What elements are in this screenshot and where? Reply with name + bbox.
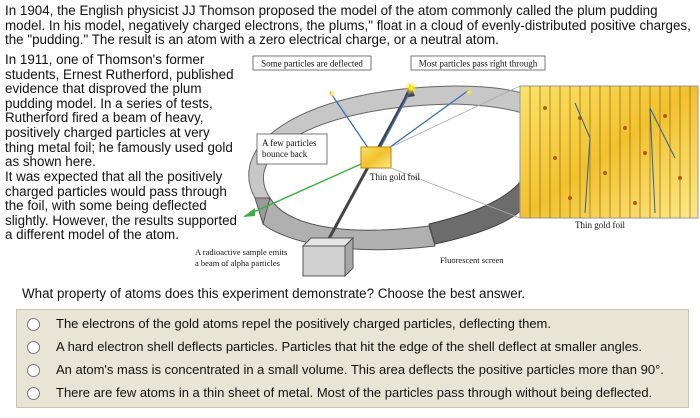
callout-most-pass bbox=[410, 55, 546, 71]
rutherford-paragraph: In 1911, one of Thomson's former student… bbox=[5, 52, 234, 170]
bounce-arrow-icon bbox=[243, 208, 255, 217]
radio-button[interactable] bbox=[27, 387, 40, 400]
particle-paths bbox=[243, 81, 473, 247]
label-screen: Fluorescent screen bbox=[440, 255, 504, 265]
callout-few-bounce bbox=[256, 133, 328, 165]
answer-option-c[interactable]: An atom's mass is concentrated in a smal… bbox=[17, 360, 688, 382]
label-source-line2: a beam of alpha particles bbox=[195, 258, 280, 268]
answer-option-text: The electrons of the gold atoms repel th… bbox=[56, 316, 551, 331]
answer-option-d[interactable]: There are few atoms in a thin sheet of m… bbox=[17, 383, 688, 405]
zoom-line-bottom bbox=[390, 167, 521, 219]
intro-paragraph: In 1904, the English physicist JJ Thomso… bbox=[5, 3, 691, 48]
radio-button[interactable] bbox=[27, 364, 40, 377]
answer-option-b[interactable]: A hard electron shell deflects particles… bbox=[17, 337, 688, 359]
radio-button[interactable] bbox=[27, 341, 40, 354]
label-source-line1: A radioactive sample emits bbox=[195, 247, 287, 257]
label-foil-center: Thin gold foil bbox=[370, 172, 420, 182]
callout-some-deflected bbox=[252, 55, 372, 71]
answer-option-text: A hard electron shell deflects particles… bbox=[56, 339, 643, 354]
radio-button[interactable] bbox=[27, 318, 40, 331]
gold-foil-center bbox=[360, 146, 392, 169]
zoom-line-top bbox=[390, 85, 521, 148]
gold-foil-zoom bbox=[519, 85, 699, 219]
answer-option-a[interactable]: The electrons of the gold atoms repel th… bbox=[17, 314, 688, 336]
expectation-paragraph: It was expected that all the positively … bbox=[5, 169, 237, 243]
radioactive-source bbox=[301, 236, 355, 278]
answer-option-text: There are few atoms in a thin sheet of m… bbox=[56, 385, 653, 400]
question-text: What property of atoms does this experim… bbox=[22, 286, 526, 301]
label-foil-zoom: Thin gold foil bbox=[575, 220, 625, 230]
answer-options: The electrons of the gold atoms repel th… bbox=[16, 309, 689, 408]
label-most-pass: Most particles pass right through bbox=[419, 59, 538, 69]
gold-foil-experiment-diagram: Some particles are deflected Most partic… bbox=[195, 55, 699, 278]
answer-option-text: An atom's mass is concentrated in a smal… bbox=[56, 362, 664, 377]
label-few-bounce-line1: A few particles bbox=[262, 138, 317, 148]
label-some-deflected: Some particles are deflected bbox=[261, 59, 363, 69]
label-few-bounce-line2: bounce back bbox=[262, 149, 308, 159]
fluorescent-screen bbox=[248, 85, 559, 251]
